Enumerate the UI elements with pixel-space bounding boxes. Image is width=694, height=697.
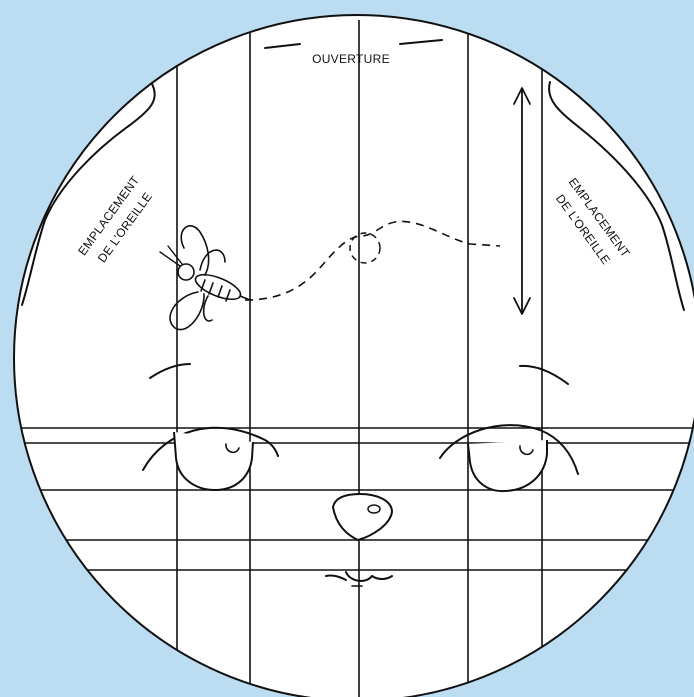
paper-circle bbox=[14, 15, 694, 697]
opening-label: OUVERTURE bbox=[312, 52, 390, 66]
